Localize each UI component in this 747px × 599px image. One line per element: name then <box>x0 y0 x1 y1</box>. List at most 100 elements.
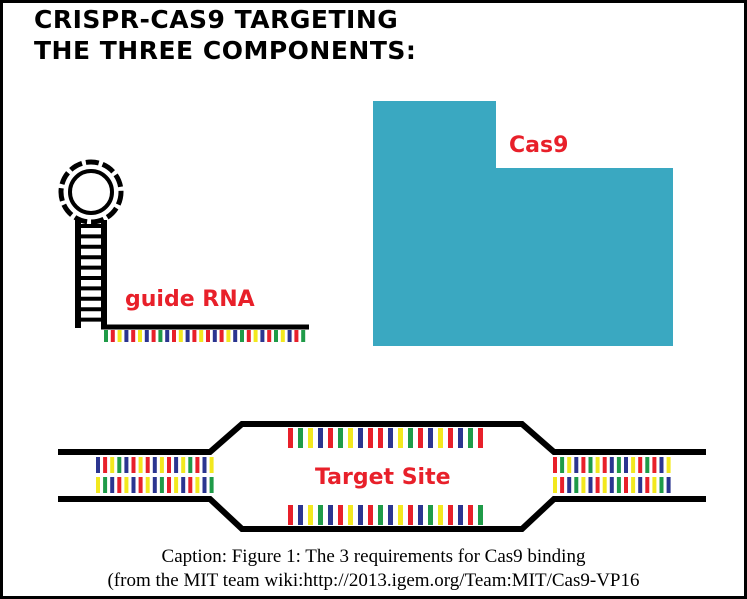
base-blue <box>202 477 207 493</box>
base-blue <box>96 457 100 473</box>
base-blue <box>659 457 664 473</box>
base-red <box>560 477 565 493</box>
right-top-bases <box>553 457 671 473</box>
base-yellow <box>124 477 129 493</box>
base-blue <box>131 477 136 493</box>
base-green <box>188 457 193 473</box>
base-red <box>595 477 600 493</box>
base-red <box>206 330 210 342</box>
base-green <box>408 428 413 448</box>
base-green <box>378 505 383 525</box>
base-yellow <box>567 457 572 473</box>
base-green <box>117 457 122 473</box>
base-red <box>246 330 251 342</box>
base-yellow <box>138 457 143 473</box>
base-blue <box>418 505 423 525</box>
dna-top-strand <box>58 421 706 455</box>
guide-rna: guide RNA <box>58 159 309 342</box>
base-yellow <box>438 505 443 525</box>
left-top-bases <box>96 457 214 473</box>
base-yellow <box>174 477 179 493</box>
base-blue <box>152 477 157 493</box>
base-green <box>645 457 650 473</box>
base-green <box>560 457 565 473</box>
base-blue <box>588 477 593 493</box>
base-red <box>553 457 557 473</box>
base-green <box>428 505 433 525</box>
base-green <box>301 330 306 342</box>
cas9-protein <box>373 101 673 346</box>
base-blue <box>388 428 393 448</box>
figure-title: CRISPR-CAS9 TARGETING THE THREE COMPONEN… <box>34 4 416 66</box>
base-red <box>294 330 299 342</box>
dna-bottom-strand <box>58 496 706 532</box>
base-green <box>274 330 278 342</box>
base-blue <box>185 330 190 342</box>
base-red <box>378 428 383 448</box>
cas9-label: Cas9 <box>509 133 568 158</box>
guide-rna-bases <box>104 330 306 342</box>
base-green <box>240 330 244 342</box>
base-blue <box>666 477 671 493</box>
guide-rna-label: guide RNA <box>125 287 255 312</box>
base-red <box>448 505 453 525</box>
base-yellow <box>138 330 142 342</box>
base-red <box>138 477 143 493</box>
base-blue <box>458 428 463 448</box>
base-red <box>219 330 224 342</box>
base-yellow <box>398 505 403 525</box>
base-yellow <box>438 428 443 448</box>
base-red <box>602 457 607 473</box>
base-yellow <box>159 457 164 473</box>
base-green <box>209 477 214 493</box>
base-red <box>288 505 293 525</box>
left-bottom-bases <box>96 477 214 493</box>
base-red <box>328 428 333 448</box>
base-red <box>151 330 156 342</box>
title-line-2: THE THREE COMPONENTS: <box>34 36 417 65</box>
base-yellow <box>652 477 657 493</box>
base-yellow <box>226 330 231 342</box>
base-yellow <box>280 330 285 342</box>
base-blue <box>574 457 579 473</box>
base-yellow <box>666 457 671 473</box>
base-yellow <box>96 477 100 493</box>
guide-rna-stem-rungs <box>78 224 104 322</box>
base-red <box>288 428 293 448</box>
base-red <box>195 457 200 473</box>
base-red <box>652 457 657 473</box>
base-green <box>659 477 664 493</box>
guide-rna-loop <box>58 159 124 225</box>
right-bottom-bases <box>553 477 671 493</box>
base-yellow <box>195 477 200 493</box>
base-blue <box>165 330 170 342</box>
base-blue <box>609 457 614 473</box>
base-blue <box>298 505 303 525</box>
base-yellow <box>581 477 586 493</box>
base-yellow <box>178 330 183 342</box>
base-blue <box>181 477 186 493</box>
base-red <box>478 428 483 448</box>
base-green <box>338 428 343 448</box>
base-red <box>167 457 171 473</box>
base-yellow <box>348 428 353 448</box>
base-green <box>159 477 164 493</box>
base-yellow <box>398 428 403 448</box>
base-red <box>103 457 108 473</box>
base-red <box>145 457 150 473</box>
base-red <box>188 477 193 493</box>
base-blue <box>174 457 179 473</box>
base-red <box>131 457 136 473</box>
base-yellow <box>110 457 115 473</box>
base-yellow <box>181 457 186 473</box>
base-blue <box>287 330 292 342</box>
base-green <box>574 477 579 493</box>
target-dna: Target Site <box>58 421 706 532</box>
base-blue <box>110 477 115 493</box>
base-green <box>318 505 323 525</box>
base-blue <box>212 330 217 342</box>
base-red <box>338 505 343 525</box>
base-blue <box>318 428 323 448</box>
base-yellow <box>348 505 353 525</box>
base-green <box>298 428 303 448</box>
